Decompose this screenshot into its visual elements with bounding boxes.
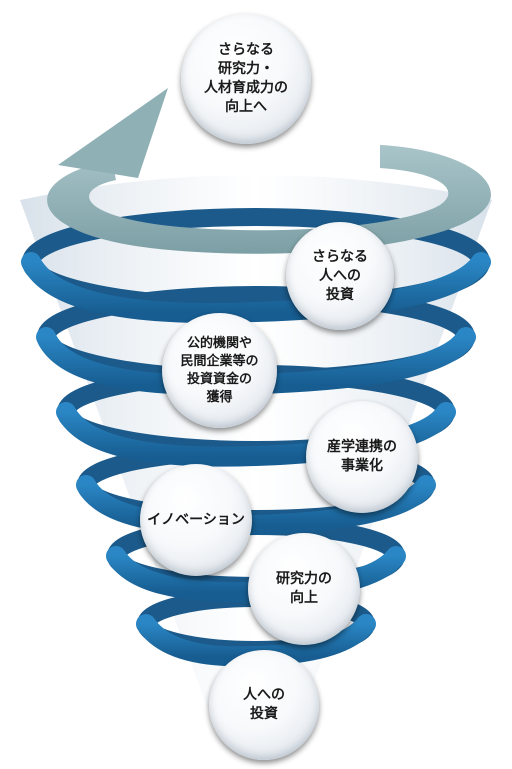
node-label: イノベーション bbox=[147, 511, 245, 528]
cycle-arrow bbox=[47, 88, 491, 254]
node-investment-in-people: 人への 投資 bbox=[209, 650, 319, 760]
node-innovation: イノベーション bbox=[140, 464, 252, 576]
node-industry-academia-commercialization: 産学連携の 事業化 bbox=[306, 401, 418, 513]
node-further-research-improvement: さらなる 研究力・ 人材育成力の 向上へ bbox=[181, 14, 311, 144]
node-label: 公的機関や 民間企業等の 投資資金の 獲得 bbox=[180, 335, 259, 405]
node-label: 人への 投資 bbox=[243, 687, 285, 722]
node-acquire-funding: 公的機関や 民間企業等の 投資資金の 獲得 bbox=[162, 313, 277, 428]
node-label: さらなる 研究力・ 人材育成力の 向上へ bbox=[204, 42, 288, 115]
node-label: さらなる 人への 投資 bbox=[312, 248, 368, 303]
node-further-investment-in-people: さらなる 人への 投資 bbox=[286, 222, 394, 330]
node-research-power-improvement: 研究力の 向上 bbox=[248, 533, 360, 645]
node-label: 産学連携の 事業化 bbox=[327, 439, 397, 474]
node-label: 研究力の 向上 bbox=[276, 571, 332, 606]
